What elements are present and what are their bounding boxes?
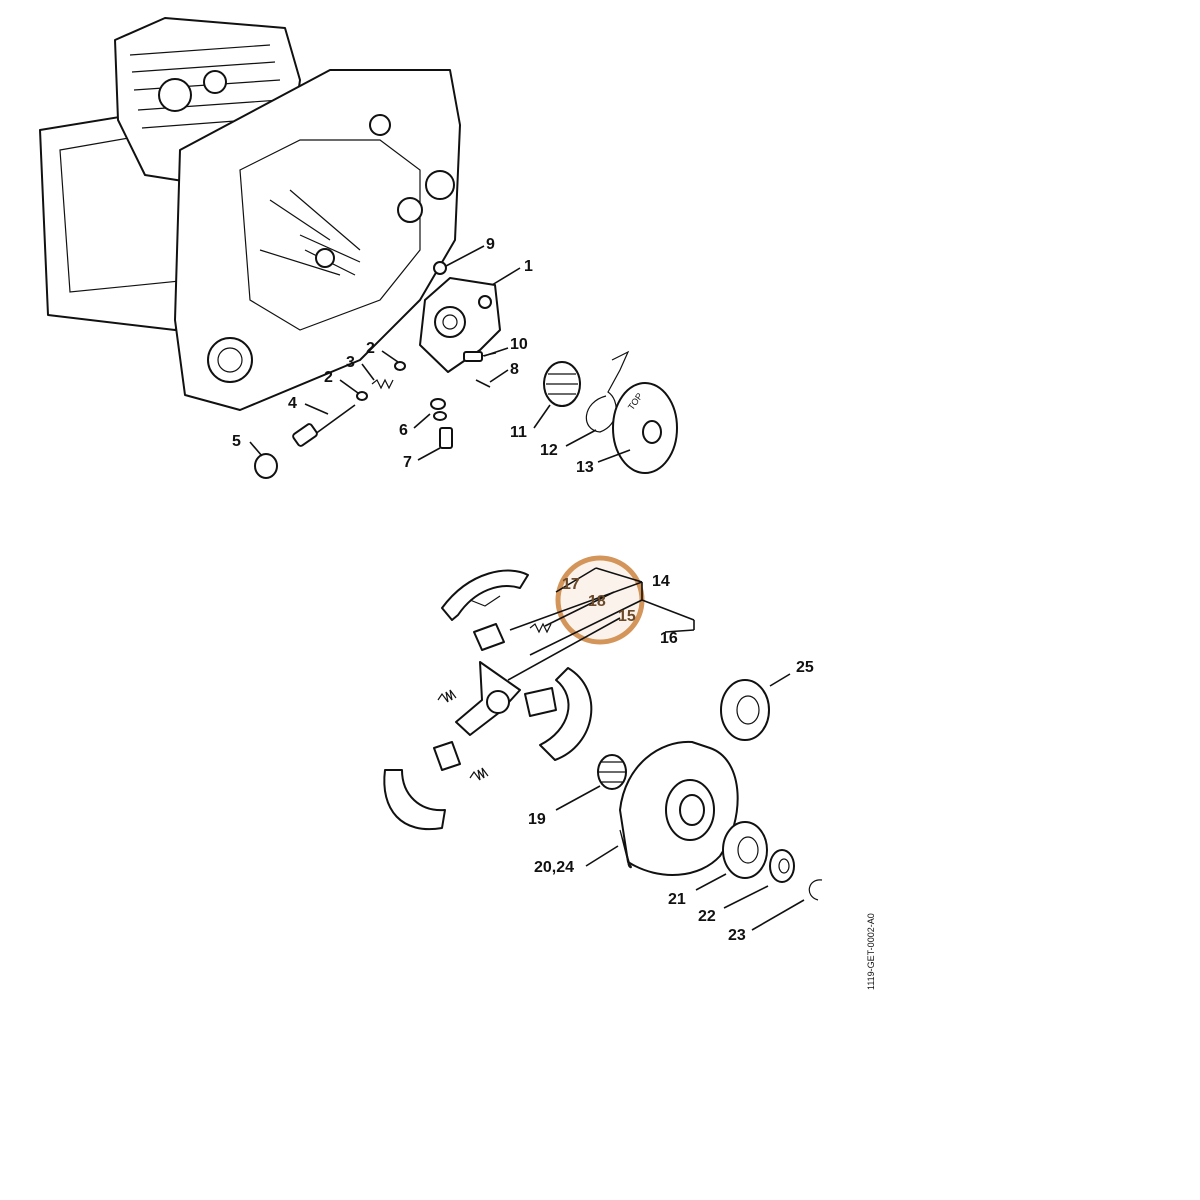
callout-10: 10 — [510, 336, 528, 353]
oil-pump-housing — [419, 277, 501, 373]
callout-3: 3 — [346, 354, 355, 371]
leader-lines — [249, 245, 805, 931]
figure-code: 1119-GET-0002-A0 — [866, 913, 876, 990]
adjusting-screw-part-7 — [439, 427, 453, 449]
callout-11: 11 — [510, 424, 527, 441]
spring-part-12 — [585, 350, 630, 433]
callout-8: 8 — [510, 361, 519, 378]
callout-5: 5 — [232, 433, 241, 450]
callout-23: 23 — [728, 927, 746, 944]
callout-4: 4 — [288, 395, 297, 412]
callout-7: 7 — [403, 454, 412, 471]
clutch-shoe-upper — [441, 569, 529, 621]
clutch-spring-left — [437, 689, 457, 703]
callout-13: 13 — [576, 459, 594, 476]
e-clip-part-23 — [808, 879, 823, 901]
callout-16: 16 — [660, 630, 678, 647]
callout-2-upper: 2 — [366, 340, 375, 357]
washers-part-6 — [430, 398, 447, 421]
needle-cage-part-19 — [597, 754, 627, 790]
callout-2-lower: 2 — [324, 369, 333, 386]
carrier-right — [524, 687, 557, 717]
callout-1: 1 — [524, 258, 533, 275]
rim-sprocket-part-21 — [722, 821, 768, 879]
callout-25: 25 — [796, 659, 814, 676]
spur-sprocket-part-25 — [720, 679, 770, 741]
callout-22: 22 — [698, 908, 716, 925]
engine-housing-drawing — [39, 17, 461, 411]
callout-14: 14 — [652, 573, 670, 590]
callout-15: 15 — [618, 608, 636, 625]
pump-piston-part-4 — [292, 404, 356, 447]
oring-part-2b — [356, 391, 368, 401]
callout-20-24: 20,24 — [534, 859, 574, 876]
washer-part-22 — [769, 849, 795, 883]
clutch-shoe-right — [539, 667, 593, 761]
thrust-washer-part-13: TOP — [612, 382, 678, 474]
callout-18: 18 — [588, 593, 606, 610]
pin-part-8 — [475, 379, 491, 388]
clutch-shoe-lower — [383, 769, 446, 831]
clutch-drum-part-20-24 — [619, 740, 739, 876]
spring-part-18 — [529, 622, 552, 634]
clutch-spring-lower — [469, 767, 489, 781]
bushing-part-5 — [254, 453, 278, 479]
spring-part-3 — [371, 378, 394, 390]
oring-part-2a — [394, 361, 406, 371]
callout-17: 17 — [562, 576, 580, 593]
worm-part-11 — [543, 361, 581, 407]
carrier-lower — [433, 741, 461, 771]
callout-labels: 9 1 2 3 2 4 5 6 7 8 10 11 12 13 17 18 15… — [232, 236, 814, 944]
clutch-hub-part-15 — [455, 661, 521, 736]
callout-12: 12 — [540, 442, 558, 459]
callout-9: 9 — [486, 236, 495, 253]
callout-21: 21 — [668, 891, 686, 908]
callout-19: 19 — [528, 811, 546, 828]
callout-6: 6 — [399, 422, 408, 439]
carrier-part-17 — [473, 623, 505, 651]
nut-part-9 — [433, 261, 447, 275]
